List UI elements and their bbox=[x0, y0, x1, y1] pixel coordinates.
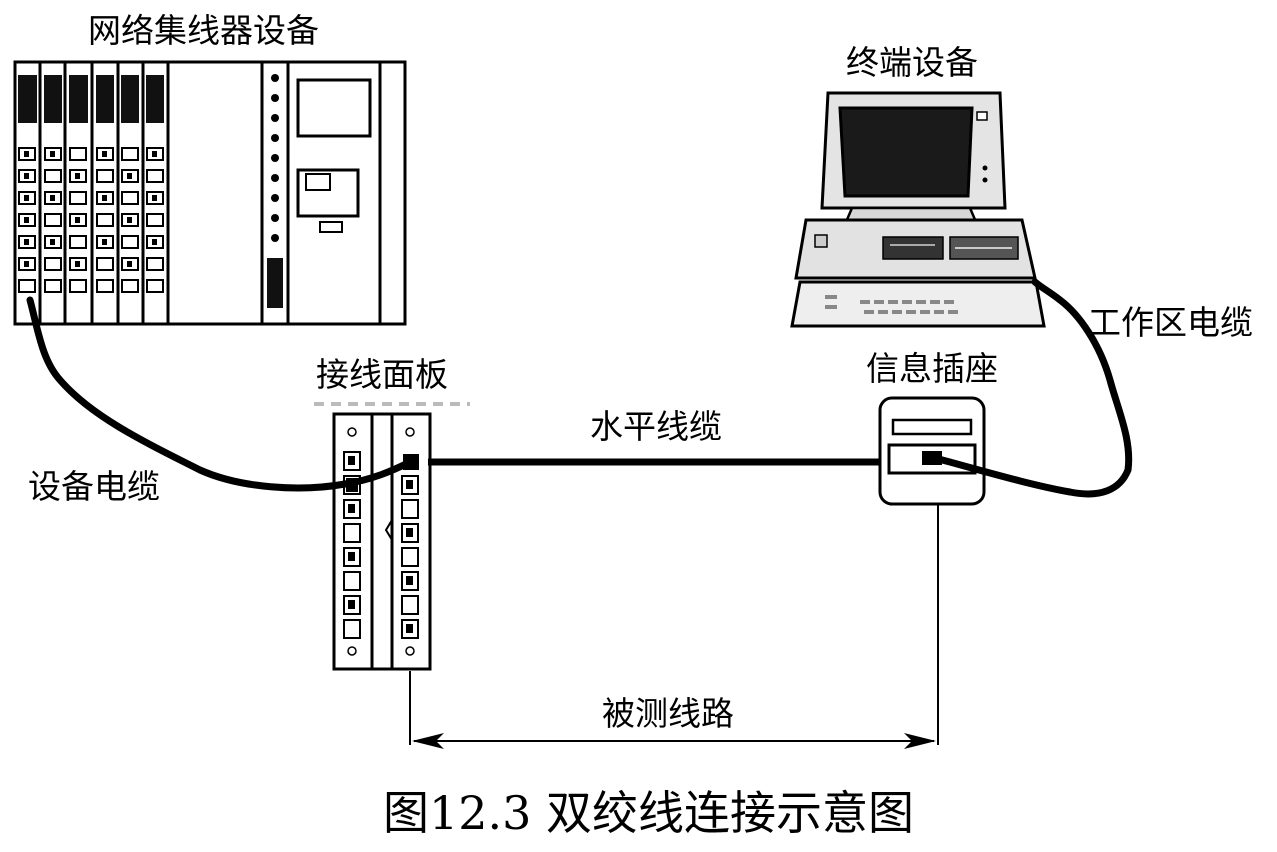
left-arrowhead bbox=[412, 733, 444, 749]
patch-panel-label: 接线面板 bbox=[316, 355, 448, 394]
outlet-label: 信息插座 bbox=[866, 349, 998, 388]
work-area-cable bbox=[931, 278, 1133, 498]
patch-panel bbox=[314, 402, 470, 671]
terminal-computer bbox=[790, 91, 1046, 328]
hub-label: 网络集线器设备 bbox=[88, 11, 319, 50]
figure-caption: 图12.3 双绞线连接示意图 bbox=[383, 786, 915, 840]
equipment-cable bbox=[26, 296, 414, 492]
equipment-cable-label: 设备电缆 bbox=[28, 467, 160, 506]
horizontal-cable-label: 水平线缆 bbox=[590, 407, 722, 446]
information-outlet bbox=[878, 396, 986, 506]
hub-device bbox=[13, 60, 407, 326]
work-area-cable-label: 工作区电缆 bbox=[1088, 303, 1253, 342]
terminal-label: 终端设备 bbox=[846, 43, 978, 82]
tested-link-label: 被测线路 bbox=[602, 694, 734, 733]
right-arrowhead bbox=[904, 733, 936, 749]
tested-link-dimension bbox=[409, 504, 939, 749]
